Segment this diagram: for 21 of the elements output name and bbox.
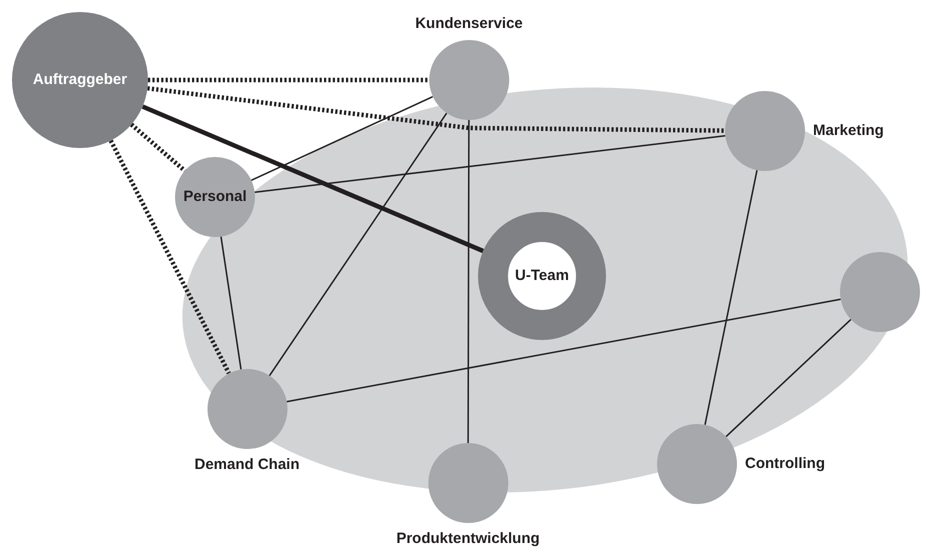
connector-line [250, 96, 434, 181]
connector-line [467, 120, 470, 443]
thick-connector [142, 104, 484, 254]
connector-line [726, 318, 852, 438]
connector-line [704, 170, 758, 425]
dotted-connector [148, 78, 429, 82]
node-label: Auftraggeber [32, 70, 128, 90]
node-label: Marketing [813, 121, 884, 141]
node-label: Kundenservice [415, 14, 523, 34]
dotted-connector [147, 86, 726, 133]
node-label: Controlling [745, 454, 825, 474]
dotted-connector [130, 122, 186, 172]
connector-line [220, 236, 242, 370]
connector-line [268, 112, 448, 376]
node-label: Personal [183, 187, 247, 207]
dotted-connector [108, 140, 231, 374]
connector-line [286, 298, 841, 402]
node-label: U-Team [515, 266, 569, 286]
connector-line [254, 135, 726, 193]
node-label: Demand Chain [194, 455, 300, 475]
node-label: Produktentwicklung [396, 529, 540, 549]
